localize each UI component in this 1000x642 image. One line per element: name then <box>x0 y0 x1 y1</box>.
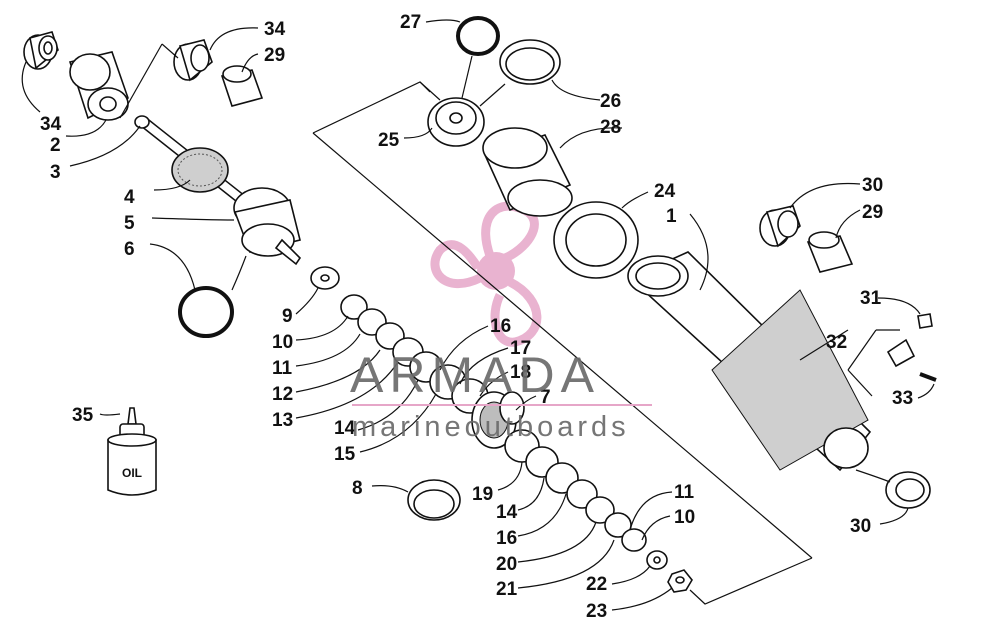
part-6-o-ring <box>178 286 234 338</box>
callout-29-top: 29 <box>264 45 285 66</box>
callout-16-upper: 16 <box>490 316 511 337</box>
callout-9: 9 <box>282 306 293 327</box>
callout-7: 7 <box>540 387 551 408</box>
watermark-brand: ARMADA <box>350 347 600 403</box>
callout-31: 31 <box>860 288 882 309</box>
callout-22: 22 <box>586 574 607 595</box>
part-24-spring-collar <box>553 201 639 279</box>
callout-14-upper: 14 <box>334 418 356 439</box>
callout-30-lower: 30 <box>850 516 871 537</box>
callout-5: 5 <box>124 213 135 234</box>
callout-29-right: 29 <box>862 202 883 223</box>
callout-13: 13 <box>272 410 293 431</box>
callout-30-upper: 30 <box>862 175 883 196</box>
callout-23: 23 <box>586 601 607 622</box>
shim-stack-upper <box>310 266 489 414</box>
part-31-screw <box>917 313 933 329</box>
callout-10-lower: 10 <box>674 507 695 528</box>
oil-bottle-label: OIL <box>122 466 142 480</box>
part-35-oil-bottle: OIL <box>107 407 157 496</box>
callout-25: 25 <box>378 130 400 151</box>
armada-logo-icon <box>430 201 542 347</box>
assembly-bracket <box>312 81 813 605</box>
callout-33: 33 <box>892 388 913 409</box>
part-2-spacer-sleeve <box>68 51 129 121</box>
callout-11-lower: 11 <box>674 482 695 503</box>
callout-17: 17 <box>510 338 531 359</box>
part-28-bearing <box>482 127 573 217</box>
callout-19: 19 <box>472 484 493 505</box>
part-34-bushing-left <box>23 31 59 70</box>
part-1-shock-body <box>627 251 872 472</box>
callout-34-left: 34 <box>40 114 62 135</box>
part-4-bump-stop <box>171 147 229 193</box>
callout-20: 20 <box>496 554 517 575</box>
part-34-bushing-top <box>173 39 213 82</box>
part-23-nut <box>667 569 693 593</box>
callout-16-lower: 16 <box>496 528 517 549</box>
part-5-rod-end-housing <box>233 187 302 266</box>
part-29-sleeve-top <box>220 65 264 107</box>
callout-14-lower: 14 <box>496 502 518 523</box>
part-32-valve <box>847 329 916 397</box>
part-27-o-ring <box>456 16 500 56</box>
shim-stack-lower <box>504 429 668 570</box>
part-25-reservoir-cap <box>427 97 485 147</box>
watermark-tagline: marineoutboards <box>352 411 630 443</box>
callout-28: 28 <box>600 117 621 138</box>
callout-3: 3 <box>50 162 61 183</box>
callout-18: 18 <box>510 362 531 383</box>
callout-35: 35 <box>72 405 94 426</box>
part-8-ring <box>407 479 461 521</box>
callout-6: 6 <box>124 239 135 260</box>
part-33-valve-core <box>919 372 937 382</box>
callout-34-top: 34 <box>264 19 286 40</box>
callout-24: 24 <box>654 181 676 202</box>
part-30-bushing-upper <box>759 205 801 248</box>
part-callouts: 34 29 34 2 3 4 5 6 9 10 11 12 13 14 15 1… <box>40 12 913 622</box>
callout-8: 8 <box>352 478 363 499</box>
callout-1: 1 <box>666 206 677 227</box>
callout-21: 21 <box>496 579 518 600</box>
callout-11-upper: 11 <box>272 358 293 379</box>
leader-lines <box>21 19 935 611</box>
callout-15: 15 <box>334 444 356 465</box>
callout-27: 27 <box>400 12 421 33</box>
callout-10-upper: 10 <box>272 332 293 353</box>
callout-26: 26 <box>600 91 621 112</box>
callout-4: 4 <box>124 187 135 208</box>
watermark: ARMADA marineoutboards <box>350 347 652 443</box>
callout-32: 32 <box>826 332 847 353</box>
part-26-seal-ring <box>499 39 561 85</box>
callout-12: 12 <box>272 384 293 405</box>
part-29-sleeve-right <box>806 231 854 273</box>
part-30-bushing-lower <box>885 471 931 509</box>
callout-2: 2 <box>50 135 61 156</box>
